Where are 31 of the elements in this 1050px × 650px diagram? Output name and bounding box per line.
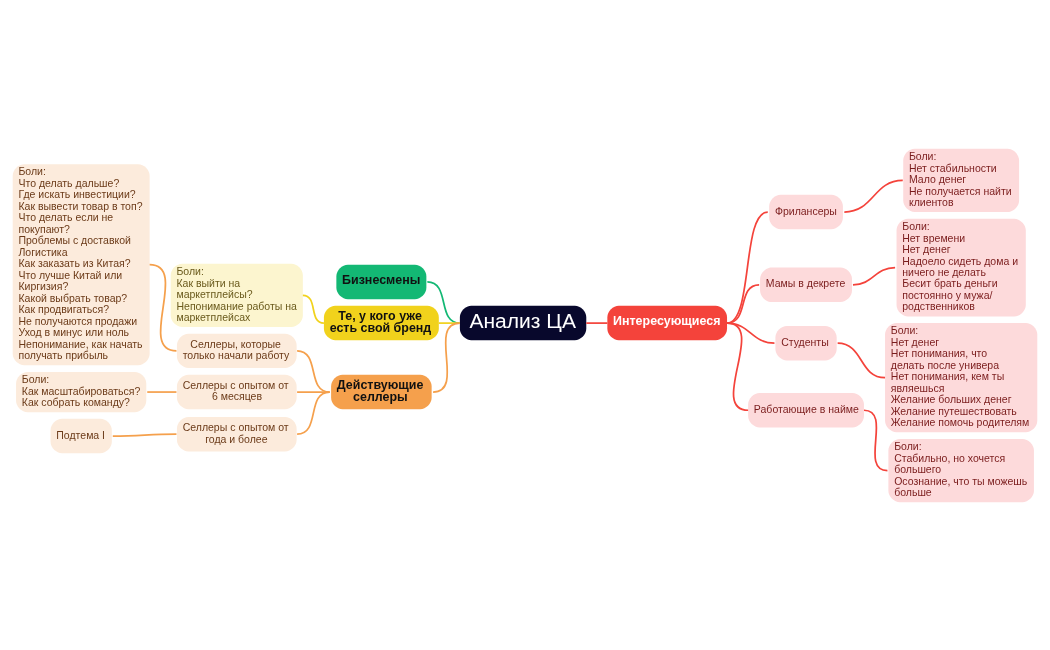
node-box: Боли: Нет стабильности Мало денег Не получается найти клиентов xyxy=(903,148,1020,212)
node-box: Действующие селлеры xyxy=(331,374,432,409)
node-box: Боли: Стабильно, но хочется большего Осознание, что ты можешь больше xyxy=(888,438,1034,502)
connector xyxy=(148,263,178,352)
connector xyxy=(111,432,178,437)
node-box: Работающие в найме xyxy=(748,392,864,427)
connector xyxy=(296,390,331,435)
node-box: Бизнесмены xyxy=(336,264,427,299)
connector xyxy=(726,321,749,411)
connector xyxy=(863,408,889,471)
node-box: Селлеры, которые только начали работу xyxy=(176,333,297,368)
node-box: Боли: Нет денег Нет понимания, что делать после универа Нет понимания, кем ты являешься Желание больших денег Желание путешествовать Желание помочь родителям xyxy=(885,322,1038,432)
connector xyxy=(843,179,904,213)
node-box: Боли: Нет времени Нет денег Надоело сидеть дома и ничего не делать Бесит брать деньги постоянно у мужа/ родственников xyxy=(896,218,1026,316)
node-box: Анализ ЦА xyxy=(459,305,587,340)
connector xyxy=(146,390,178,393)
node-box: Те, у кого уже есть свой бренд xyxy=(323,305,439,340)
node-box: Боли: Что делать дальше? Где искать инвестиции? Как вывести товар в топ? Что делать если не покупают? Проблемы с доставкой Логистика Как заказать из Китая? Что лучше Китай или Киргизия? Какой выбрать товар? Как продвигаться? Не получаются продажи Уход в минус или ноль Непонимание, как начать получать прибыль xyxy=(12,163,150,365)
node-box: Селлеры с опытом от 6 месяцев xyxy=(176,374,297,409)
node-box: Боли: Как масштабироваться? Как собрать команду? xyxy=(16,371,147,412)
connector xyxy=(836,341,886,379)
node-box: Селлеры с опытом от года и более xyxy=(176,416,297,451)
node-box: Студенты xyxy=(775,325,837,360)
connector xyxy=(302,293,325,324)
node-box: Подтема I xyxy=(50,418,112,453)
node-box: Фрилансеры xyxy=(769,194,843,229)
node-box: Интересующиеся xyxy=(607,305,728,340)
node-box: Боли: Как выйти на маркетплейсы? Непонимание работы на маркетплейсах xyxy=(170,263,303,327)
connector xyxy=(585,321,609,324)
node-box: Мамы в декрете xyxy=(760,267,852,302)
connector xyxy=(852,266,896,286)
